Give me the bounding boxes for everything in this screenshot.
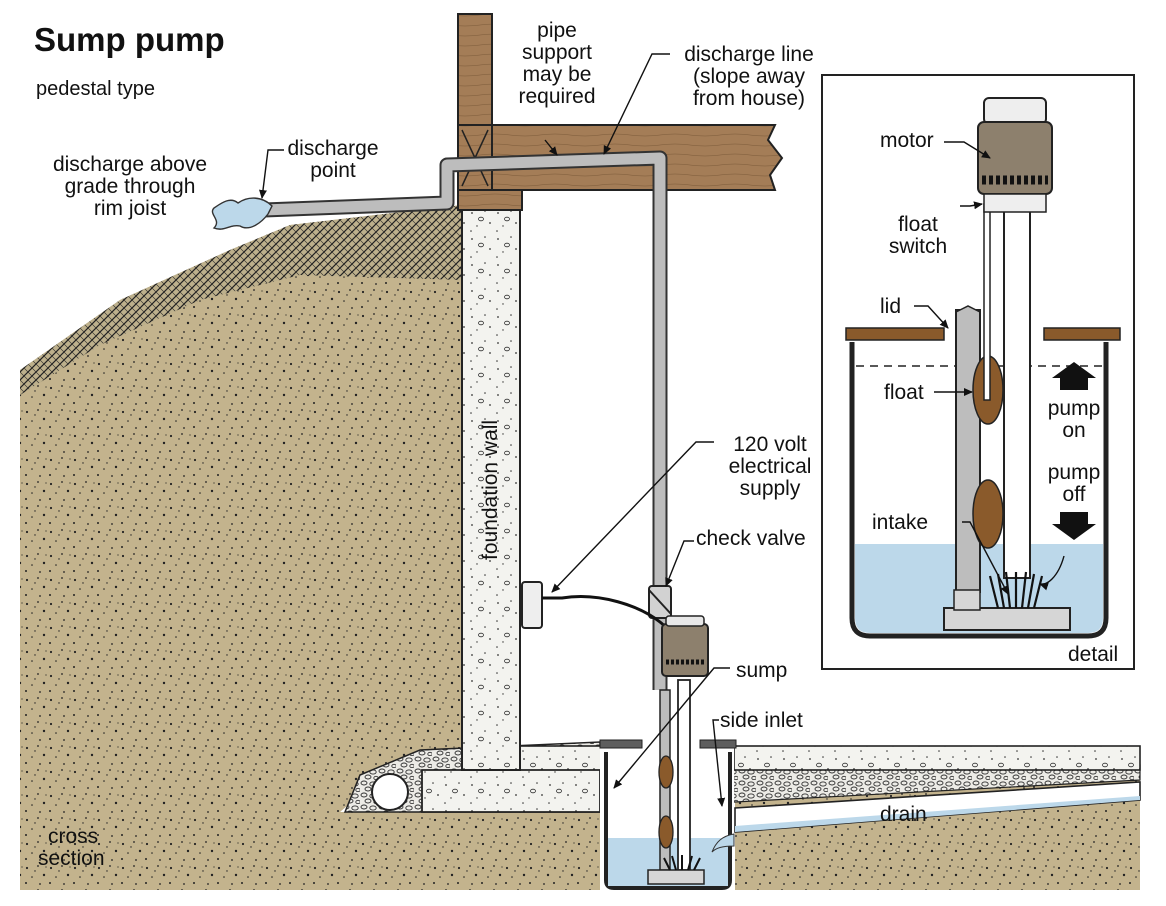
sump-lid-right [699,739,737,749]
label-discharge-point: discharge point [287,137,379,182]
pump-base [647,869,705,885]
side-inlet-flow [711,833,735,853]
detail-pump-column [1003,197,1031,579]
electrical-outlet [521,581,543,629]
label-float-switch: float switch [888,213,948,258]
label-intake: intake [872,511,929,534]
discharge-water [211,197,273,230]
pump-off-arrow [1052,512,1096,540]
soil [20,205,600,890]
foundation-wall [461,204,521,771]
label-pump-off: pump off [1047,461,1101,506]
float-lower [658,815,674,849]
floor-slab-left [519,745,603,773]
diagram-subtitle: pedestal type [36,78,155,100]
footing [421,769,601,813]
pump-on-arrow [1052,362,1096,390]
detail-lid-left [845,327,945,341]
label-discharge-above: discharge above grade through rim joist [52,153,208,220]
label-foundation-wall: foundation wall [479,419,502,560]
label-drain: drain [880,803,927,826]
topsoil [20,205,462,395]
leaders-detail [914,141,1065,595]
label-cross-section: cross section [38,825,105,870]
label-check-valve: check valve [696,527,806,550]
detail-lid-right [1043,327,1121,341]
pump-intake [663,855,701,871]
pump-motor-small [661,623,709,677]
label-motor: motor [880,129,934,152]
diagram-title: Sump pump [34,21,225,58]
label-pipe-support: pipe support may be required [518,19,596,108]
label-discharge-line: discharge line (slope away from house) [684,43,814,110]
label-lid: lid [880,295,902,318]
floor-slab-right [733,745,1141,771]
detail-motor-cap [983,97,1047,125]
label-pump-on: pump on [1047,397,1101,442]
drain-water [735,796,1140,832]
sump-lid-left [599,739,643,749]
detail-float-lower [972,479,1004,549]
detail-pit [849,342,1109,639]
detail-pump-base [943,607,1071,631]
label-side-inlet: side inlet [720,709,803,732]
label-float: float [884,381,924,404]
leaders-main [259,53,730,807]
sill-plate [457,189,523,211]
label-electrical-supply: 120 volt electrical supply [728,433,812,500]
label-sump: sump [736,659,788,682]
footing-drain-pipe [371,773,409,811]
detail-float-switch-rod [983,203,991,401]
label-detail-caption: detail [1068,643,1119,666]
float-upper [658,755,674,789]
detail-float-rod [955,309,981,593]
